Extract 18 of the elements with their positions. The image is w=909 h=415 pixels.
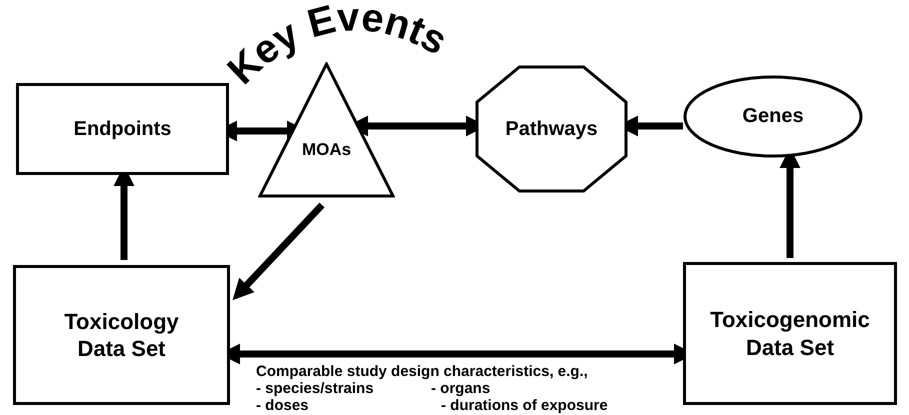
list-item: - species/strains	[256, 380, 375, 397]
process-box	[16, 83, 229, 175]
process-box	[683, 262, 897, 405]
list-item: - doses	[256, 397, 310, 414]
node-label: MOAs	[300, 139, 352, 161]
block-arrow	[232, 202, 325, 300]
process-box	[13, 265, 230, 405]
node-label: Toxicology Data Set	[63, 308, 180, 362]
list-item: - organs	[431, 380, 492, 397]
node-label: Endpoints	[72, 116, 172, 142]
note-text: Comparable study design characteristics, e.g.,	[256, 363, 589, 380]
diagram-title: Key Events	[219, 0, 454, 93]
ellipse-shape	[683, 75, 863, 158]
octagon-shape	[475, 65, 628, 193]
list-item: - durations of exposure	[440, 397, 609, 414]
node-label: Pathways	[504, 116, 599, 142]
node-label: Toxicogenomic Data Set	[709, 306, 871, 361]
node-label: Genes	[741, 104, 805, 129]
